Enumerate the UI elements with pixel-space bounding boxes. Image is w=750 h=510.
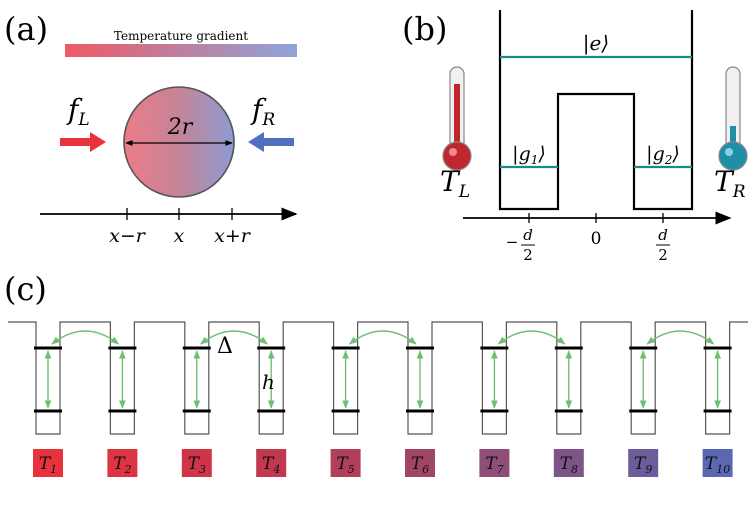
temperature-box-label: T5 [336,454,354,476]
force-left-sub: L [77,110,89,130]
panel-b: (b) |e⟩ |g1⟩ |g2⟩ 0 − d 2 d 2 [402,10,748,264]
excited-state-label: |e⟩ [583,31,609,56]
temperature-boxes: T1 T2 T3 T4 T5 T6 T7 T8 T9 T10 [33,449,733,477]
diameter-label: 2r [167,115,194,140]
temperature-box-label: T4 [262,454,280,476]
temp-left-symbol: T [440,165,461,198]
force-left-label: fL [66,93,90,130]
ground-state-right-label: |g2⟩ [646,143,680,167]
panel-c-label: (c) [4,270,47,308]
ground-right-ket: |g [646,143,665,165]
ground-left-sub: 1 [531,153,539,167]
ground-right-bracket: ⟩ [671,143,679,165]
vertical-transitions [44,350,721,409]
temperature-box-label: T3 [188,454,206,476]
panel-a: (a) Temperature gradient fL fR 2r x−r x … [4,10,298,247]
temperature-box-label: T8 [560,454,578,476]
temp-right-sub: R [732,182,746,202]
temperature-box [181,449,212,477]
periodic-potential [8,321,748,435]
tunneling-arrow [348,330,417,345]
temperature-gradient-label: Temperature gradient [114,29,248,43]
ground-left-bracket: ⟩ [537,143,545,165]
tick-minus-num: d [523,226,533,244]
force-right-arrow [248,132,294,152]
tunneling-arrow [200,330,268,345]
tunneling-delta-label: Δ [217,334,233,359]
temperature-box-label: T1 [39,454,57,476]
temperature-box [702,449,733,477]
tick-label-minus-d-half: − d 2 [506,226,535,264]
temperature-box-label: T9 [634,454,652,476]
temperature-box [479,449,510,477]
temperature-box [256,449,287,477]
temperature-right-label: TR [714,165,746,202]
tick-minus-sign: − [506,233,519,251]
temp-left-sub: L [458,182,470,202]
tick-label-zero: 0 [591,229,602,249]
temperature-left-label: TL [440,165,470,202]
temperature-box [405,449,435,477]
tunneling-arrows [51,330,715,345]
temperature-gradient-bar [65,44,297,57]
tick-label-x-minus-r: x−r [109,225,147,247]
tunneling-arrow [646,330,715,345]
ground-state-left-label: |g1⟩ [512,143,546,167]
tick-minus-den: 2 [523,246,533,264]
particle-ball [123,86,235,198]
temperature-box-label: T7 [485,454,503,476]
temperature-box-label: T2 [113,454,131,476]
panel-c: (c) Δ h T1 T2 T3 T4 T5 T6 T7 T8 T9 T10 [4,270,748,477]
panel-b-label: (b) [402,10,447,48]
temperature-box [330,449,361,477]
ground-right-sub: 2 [664,153,673,167]
tick-plus-den: 2 [658,246,668,264]
lattice-levels [34,346,732,413]
temperature-box-label: T10 [705,454,730,476]
force-right-sub: R [261,110,275,130]
force-right-label: fR [250,93,275,130]
tick-label-x: x [174,225,185,247]
force-left-arrow [60,132,106,152]
tick-label-x-plus-r: x+r [214,225,252,247]
tunneling-arrow [51,330,120,345]
thermometer-hot-icon [442,66,472,171]
panel-a-label: (a) [4,10,48,48]
temperature-box [553,449,584,477]
temperature-box [628,449,659,477]
tick-plus-num: d [658,226,668,244]
ground-left-ket: |g [512,143,531,165]
temperature-box-label: T6 [411,454,429,476]
tunneling-arrow [497,330,566,345]
temp-right-symbol: T [714,165,735,198]
thermometer-cold-icon [718,66,748,171]
level-spacing-h-label: h [262,370,275,394]
tick-label-plus-d-half: d 2 [656,226,670,264]
temperature-box [33,449,63,477]
double-well-potential [498,10,694,211]
temperature-box [107,449,138,477]
